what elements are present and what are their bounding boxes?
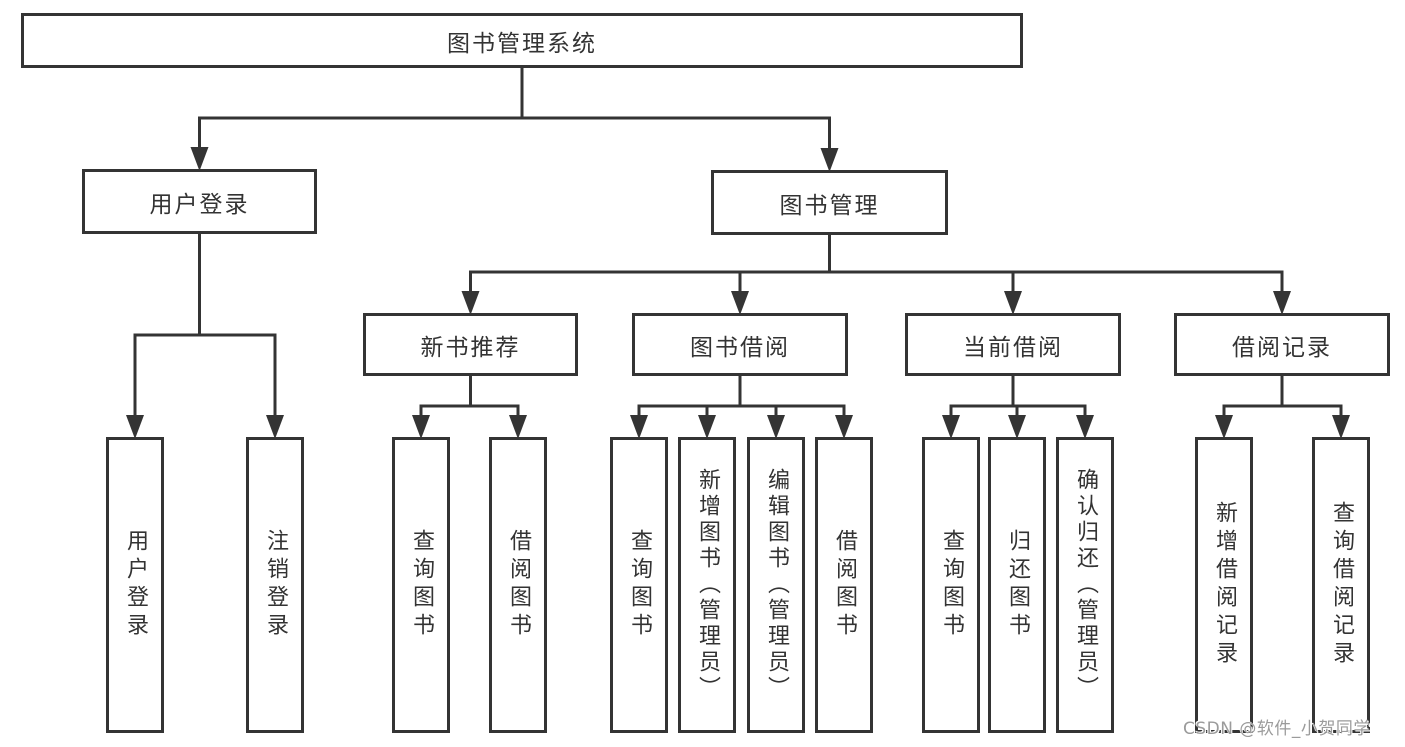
leaf-add-books-admin: 新增图书（管理员） bbox=[678, 437, 736, 733]
leaf-borrow-books-label: 借阅图书 bbox=[832, 529, 857, 641]
leaf-logout: 注销登录 bbox=[246, 437, 304, 733]
leaf-confirm-return-admin: 确认归还（管理员） bbox=[1056, 437, 1114, 733]
node-library-management-system: 图书管理系统 bbox=[21, 13, 1023, 68]
node-book-borrowing: 图书借阅 bbox=[632, 313, 848, 376]
node-borrowing-records: 借阅记录 bbox=[1174, 313, 1390, 376]
leaf-borrow-books-recommend-label: 借阅图书 bbox=[506, 529, 531, 641]
leaf-query-books-recommend-label: 查询图书 bbox=[409, 529, 434, 641]
leaf-edit-books-admin: 编辑图书（管理员） bbox=[747, 437, 805, 733]
leaf-confirm-return-admin-label: 确认归还（管理员） bbox=[1073, 468, 1098, 702]
leaf-add-borrow-record: 新增借阅记录 bbox=[1195, 437, 1253, 733]
node-new-book-recommendation: 新书推荐 bbox=[363, 313, 578, 376]
leaf-user-login: 用户登录 bbox=[106, 437, 164, 733]
leaf-query-borrow-record: 查询借阅记录 bbox=[1312, 437, 1370, 733]
leaf-user-login-label: 用户登录 bbox=[123, 529, 148, 641]
leaf-add-books-admin-label: 新增图书（管理员） bbox=[695, 468, 720, 702]
leaf-add-borrow-record-label: 新增借阅记录 bbox=[1212, 501, 1237, 669]
node-book-management: 图书管理 bbox=[711, 170, 948, 235]
leaf-query-books-borrow-label: 查询图书 bbox=[627, 529, 652, 641]
node-user-login: 用户登录 bbox=[82, 169, 317, 234]
leaf-edit-books-admin-label: 编辑图书（管理员） bbox=[764, 468, 789, 702]
leaf-return-books-label: 归还图书 bbox=[1005, 529, 1030, 641]
leaf-logout-label: 注销登录 bbox=[263, 529, 288, 641]
leaf-query-books-current-label: 查询图书 bbox=[939, 529, 964, 641]
leaf-query-books-borrow: 查询图书 bbox=[610, 437, 668, 733]
leaf-borrow-books-recommend: 借阅图书 bbox=[489, 437, 547, 733]
node-current-borrowing: 当前借阅 bbox=[905, 313, 1121, 376]
leaf-query-borrow-record-label: 查询借阅记录 bbox=[1329, 501, 1354, 669]
watermark: CSDN @软件_小贺同学 bbox=[1183, 719, 1371, 739]
leaf-query-books-recommend: 查询图书 bbox=[392, 437, 450, 733]
leaf-borrow-books: 借阅图书 bbox=[815, 437, 873, 733]
leaf-return-books: 归还图书 bbox=[988, 437, 1046, 733]
leaf-query-books-current: 查询图书 bbox=[922, 437, 980, 733]
